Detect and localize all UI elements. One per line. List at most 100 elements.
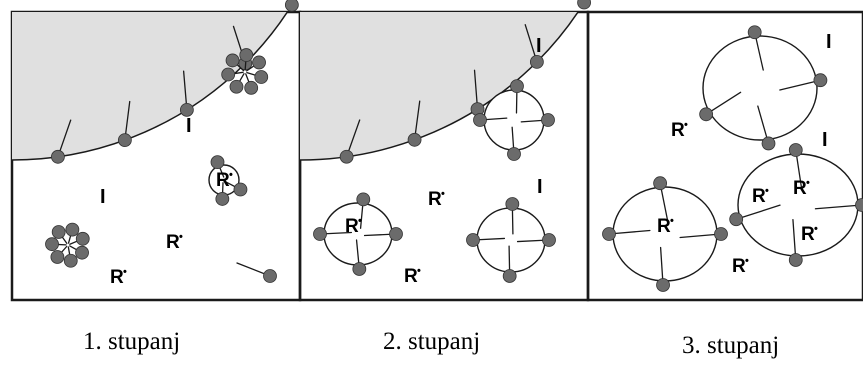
- surfactant-head: [542, 233, 556, 247]
- surfactant-head: [466, 233, 480, 247]
- radical-dot: •: [814, 223, 818, 235]
- surfactant-head: [813, 73, 828, 88]
- surfactant-head: [210, 155, 225, 170]
- radical-dot: •: [670, 215, 674, 227]
- surfactant-head: [75, 231, 90, 246]
- polymer-particle: [483, 89, 545, 151]
- radical-label: R: [793, 178, 807, 199]
- surfactant-head: [65, 222, 80, 237]
- panel-3-radical-free-1: R•: [671, 119, 688, 141]
- surfactant-head: [602, 227, 616, 241]
- radical-label: R: [110, 267, 124, 288]
- surfactant-head: [117, 133, 132, 147]
- radical-label: R: [732, 256, 746, 277]
- panel-3-radical-right-2: R•: [793, 177, 810, 199]
- radical-label: R: [801, 224, 815, 245]
- polymer-particle: [702, 35, 818, 141]
- panel-2-radical-free-2: R•: [404, 265, 421, 287]
- surfactant-head: [788, 253, 803, 267]
- panel-1-initiator-1: I: [186, 115, 192, 137]
- surfactant-head: [507, 147, 521, 161]
- panel-2-initiator-2: I: [537, 176, 543, 198]
- panel-1-radical-2: R•: [110, 266, 127, 288]
- panel-2-initiator-1: I: [536, 35, 542, 57]
- surfactant-head: [541, 113, 555, 127]
- surfactant-head: [339, 149, 354, 164]
- panel-2-particle-left: [313, 192, 403, 276]
- radical-dot: •: [806, 177, 810, 189]
- radical-dot: •: [417, 265, 421, 277]
- surfactant-head: [389, 227, 403, 241]
- surfactant-head: [505, 197, 520, 211]
- radical-label: R: [671, 120, 685, 141]
- panel-3-initiator-2: I: [822, 129, 828, 151]
- surfactant-head: [50, 250, 65, 264]
- surfactant-tail: [814, 204, 863, 210]
- panel-1-caption: 1. stupanj: [83, 328, 181, 355]
- surfactant-head: [252, 55, 266, 70]
- panel-3-radical-right-3: R•: [801, 223, 818, 245]
- panel-2-particle-top: [473, 79, 555, 161]
- surfactant-head: [233, 182, 248, 197]
- surfactant-head: [714, 227, 728, 241]
- radical-label: R: [166, 232, 180, 253]
- panel-2-radical-free-1: R•: [428, 188, 445, 210]
- surfactant-head: [244, 80, 259, 95]
- surfactant-head: [699, 107, 714, 122]
- surfactant-head: [254, 70, 269, 84]
- surfactant-head: [656, 278, 670, 292]
- panel-3-radical-free-2: R•: [732, 255, 749, 277]
- surfactant-head: [529, 54, 544, 69]
- radical-dot: •: [441, 188, 445, 200]
- surfactant-head: [179, 102, 194, 117]
- panel-2-particle-right: [466, 197, 556, 283]
- surfactant-head: [653, 176, 668, 191]
- panel-1-initiator-2: I: [100, 186, 106, 208]
- radical-label: R: [404, 266, 418, 287]
- surfactant-head: [51, 225, 66, 239]
- panel-1-radical-in-particle: R•: [216, 169, 233, 191]
- surfactant-head: [502, 269, 517, 283]
- surfactant-head: [225, 53, 240, 68]
- radical-label: R: [345, 216, 359, 237]
- panel-1-small-particle: [208, 155, 248, 206]
- surfactant-head: [761, 136, 776, 151]
- panel-3-frame: [586, 10, 863, 302]
- radical-dot: •: [229, 169, 233, 181]
- panel-3-radical-left: R•: [657, 215, 674, 237]
- droplet-body: [12, 12, 289, 161]
- radical-dot: •: [765, 185, 769, 197]
- surfactant-head: [263, 269, 277, 283]
- surfactant-head: [577, 0, 591, 10]
- panel-2-radical-in-particle: R•: [345, 215, 362, 237]
- panel-1-micelle-top: [221, 48, 269, 95]
- surfactant-head: [284, 0, 299, 12]
- surfactant-head: [855, 198, 863, 212]
- surfactant-head: [63, 253, 78, 268]
- droplet-body: [300, 12, 579, 161]
- surfactant-head: [510, 79, 524, 94]
- surfactant-head: [788, 143, 803, 157]
- surfactant-head: [473, 113, 487, 127]
- panel-3-initiator-1: I: [826, 31, 832, 53]
- panel-2-caption: 2. stupanj: [383, 328, 481, 355]
- surfactant-head: [313, 227, 327, 241]
- panel-1-micelle-bottom: [45, 222, 90, 268]
- surfactant-head: [352, 262, 367, 276]
- panel-3-particle-right: [729, 143, 863, 267]
- panel-1-radical-1: R•: [166, 231, 183, 253]
- panel-3-caption: 3. stupanj: [682, 332, 780, 359]
- panel-3-radical-right-1: R•: [752, 185, 769, 207]
- radical-label: R: [428, 189, 442, 210]
- surfactant-head: [239, 48, 254, 62]
- surfactant-tail: [735, 204, 781, 220]
- panel-3-particle-left: [602, 176, 728, 292]
- surfactant-head: [51, 149, 65, 164]
- surfactant-head: [221, 67, 236, 82]
- radical-dot: •: [123, 266, 127, 278]
- radical-label: R: [216, 170, 230, 191]
- surfactant-head: [407, 132, 422, 147]
- surfactant-head: [75, 245, 89, 260]
- radical-dot: •: [745, 255, 749, 267]
